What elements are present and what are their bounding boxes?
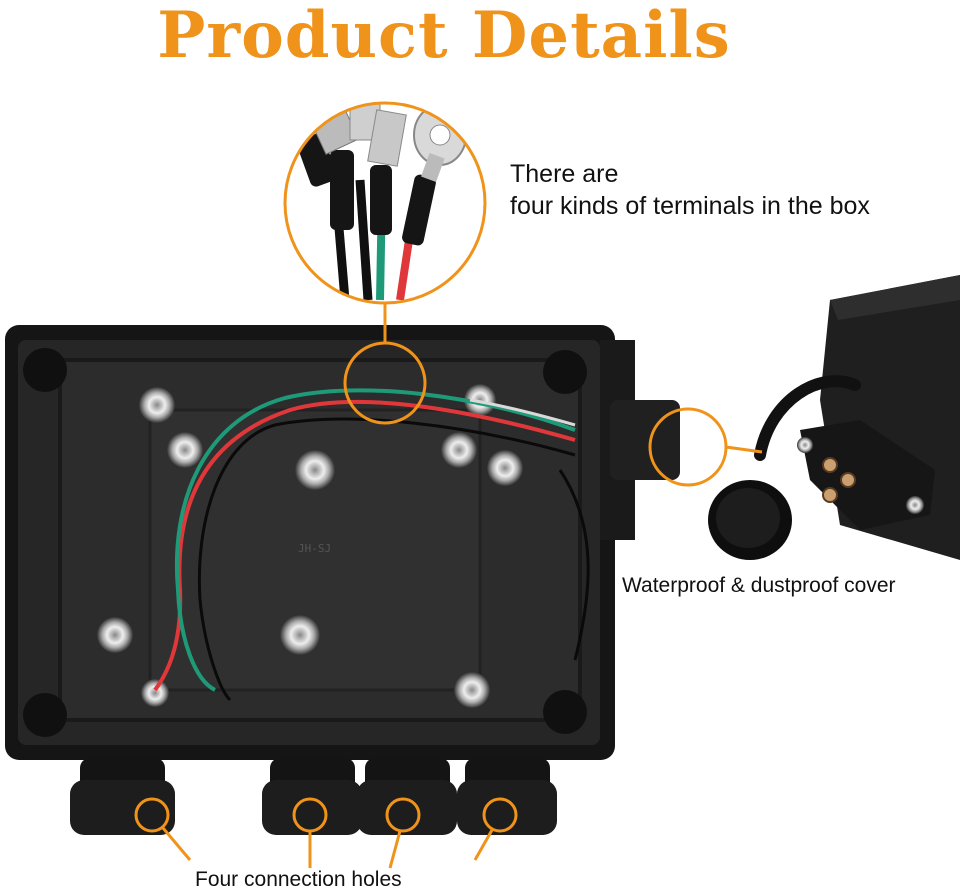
box-marking: JH-SJ — [298, 542, 331, 555]
terminals-zoom — [283, 101, 487, 305]
cover-caption: Waterproof & dustproof cover — [622, 574, 896, 597]
callout-markers — [134, 303, 763, 869]
holes-caption: Four connection holes — [195, 868, 402, 891]
terminals-caption-line2: four kinds of terminals in the box — [510, 192, 870, 220]
page-title: Product Details — [157, 0, 731, 73]
cable-glands — [70, 758, 557, 835]
junction-box: JH-SJ — [5, 325, 680, 835]
cover-housing — [708, 275, 960, 560]
terminals-caption-line1: There are — [510, 160, 619, 188]
terminals-caption: There are four kinds of terminals in the… — [510, 158, 870, 222]
